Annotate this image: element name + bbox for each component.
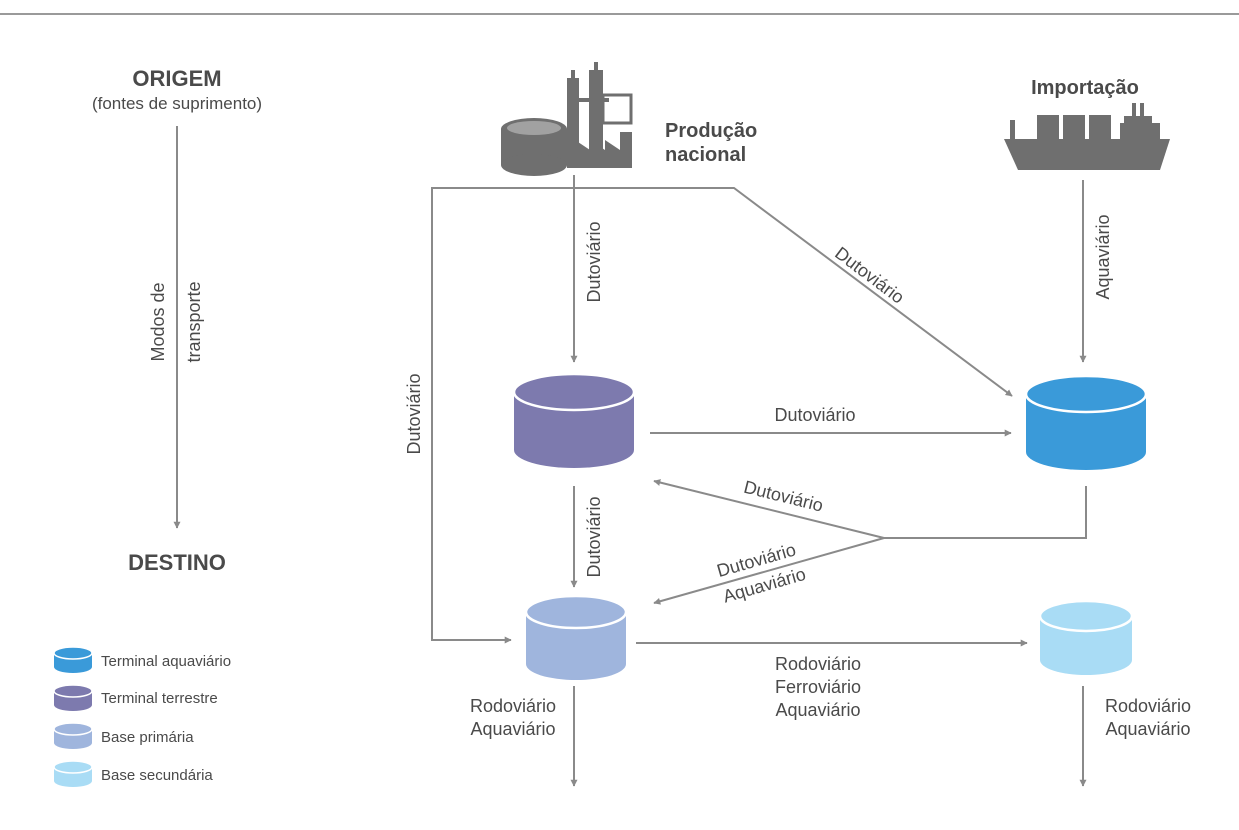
flow-prod-to-terrestre-label: Dutoviário <box>584 221 604 302</box>
legend-item-label: Terminal aquaviário <box>101 653 231 670</box>
flow-base-to-secundaria-label-2: Ferroviário <box>775 677 861 697</box>
flow-secundaria-out-label-2: Aquaviário <box>1105 719 1190 739</box>
legend: Terminal aquaviário Terminal terrestre B… <box>53 646 231 787</box>
origem-subtitle: (fontes de suprimento) <box>92 94 262 113</box>
flow-aquaviario-to-terrestre <box>653 479 885 539</box>
flow-aquaviario-to-terrestre-label: Dutoviário <box>742 477 825 516</box>
flow-base-out-label-1: Rodoviário <box>470 696 556 716</box>
flow-aquaviario-return <box>884 486 1087 539</box>
flow-terrestre-to-aquaviario-label: Dutoviário <box>774 405 855 425</box>
base-primaria-icon <box>53 722 93 749</box>
terminal-terrestre-node <box>512 372 636 468</box>
flow-base-out-label-2: Aquaviário <box>470 719 555 739</box>
terminal-aquaviario-icon <box>53 646 93 673</box>
flow-base-to-secundaria-label-1: Rodoviário <box>775 654 861 674</box>
base-primaria-node <box>524 594 628 680</box>
flow-prod-to-base-left <box>431 187 574 644</box>
flow-base-to-secundaria-label-3: Aquaviário <box>775 700 860 720</box>
legend-item-label: Terminal terrestre <box>101 690 218 707</box>
modos-label-line1: Modos de <box>148 282 168 361</box>
flow-aquaviario-to-base <box>653 537 885 605</box>
importacao-label: Importação <box>1031 77 1139 99</box>
terminal-aquaviario-node <box>1024 374 1148 470</box>
producao-label-line2: nacional <box>665 144 746 166</box>
terminal-terrestre-icon <box>53 684 93 711</box>
legend-item-label: Base primária <box>101 729 194 746</box>
base-secundaria-node <box>1038 599 1134 675</box>
origem-title: ORIGEM <box>132 66 221 91</box>
refinery-icon <box>501 62 633 176</box>
flow-terrestre-to-base-label: Dutoviário <box>584 496 604 577</box>
ship-icon <box>1004 103 1170 170</box>
flow-prod-to-aquaviario-label: Dutoviário <box>831 243 908 308</box>
destino-title: DESTINO <box>128 550 226 575</box>
flow-import-to-aquaviario-label: Aquaviário <box>1093 214 1113 299</box>
producao-label-line1: Produção <box>665 120 757 142</box>
flow-secundaria-out-label-1: Rodoviário <box>1105 696 1191 716</box>
flow-prod-to-base-left-label: Dutoviário <box>404 373 424 454</box>
base-secundaria-icon <box>53 760 93 787</box>
modos-label-line2: transporte <box>184 281 204 362</box>
legend-item-label: Base secundária <box>101 767 213 784</box>
flow-prod-to-aquaviario <box>574 187 1013 397</box>
